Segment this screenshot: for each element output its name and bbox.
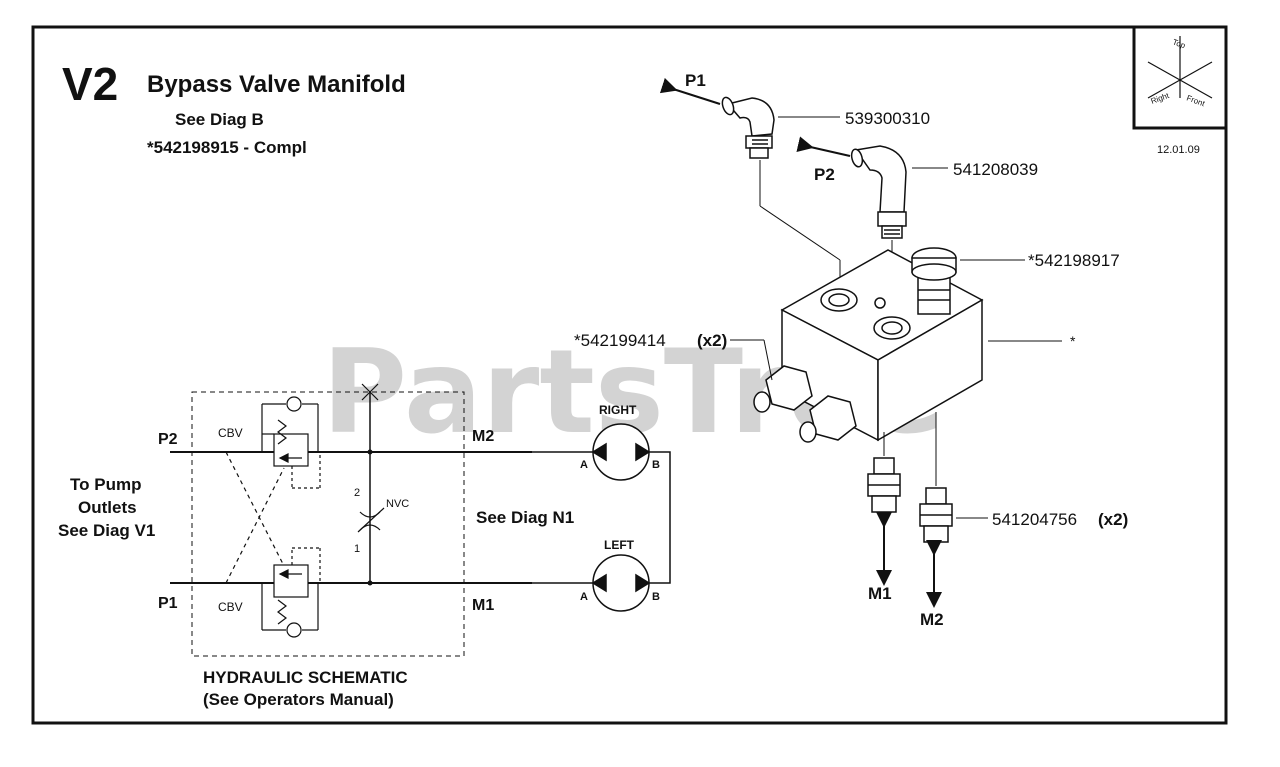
motor-left-label: LEFT: [604, 538, 635, 552]
diagram-frame: [31, 25, 1228, 725]
motor-left: [591, 554, 651, 612]
pump-outlets-line2: Outlets: [78, 498, 137, 517]
p2-arrow: [796, 136, 851, 157]
valve-cap: [911, 247, 957, 315]
p1-leader: [759, 205, 841, 261]
callout-541204756: 541204756: [992, 510, 1077, 529]
pilot-lines: [225, 451, 285, 584]
junction-dot: [367, 449, 373, 455]
pump-outlets-line3: See Diag V1: [58, 521, 155, 540]
schematic-boundary: [191, 391, 465, 657]
motor-right-port-b: B: [652, 459, 660, 471]
callout-542198917: *542198917: [1028, 251, 1120, 270]
p2-elbow-fitting: [850, 145, 907, 239]
p1-label: P1: [685, 71, 706, 90]
check-valve: [753, 365, 813, 413]
pump-outlets-line1: To Pump: [70, 475, 141, 494]
cbv-bottom-symbol: [261, 547, 321, 638]
callout-manifold: *: [1070, 333, 1076, 349]
m2-fitting: [919, 487, 953, 543]
orientation-indicator: Top Right Front: [1132, 25, 1228, 130]
manifold-block: [780, 249, 984, 442]
revision-date: 12.01.09: [1157, 144, 1200, 156]
cbv-top-symbol: [261, 396, 321, 489]
check-valve: [799, 395, 857, 443]
callout-541204756-qty: (x2): [1098, 510, 1128, 529]
nvc-valve-symbol: [357, 507, 385, 533]
m1-fitting: [867, 457, 901, 513]
motor-left-port-a: A: [580, 591, 588, 603]
schematic-p1-label: P1: [158, 595, 178, 612]
cbv-top-label: CBV: [218, 426, 243, 440]
p1-arrow: [659, 77, 721, 105]
schematic-caption-sub: (See Operators Manual): [203, 690, 394, 709]
nvc-label: NVC: [386, 498, 409, 510]
schematic-m1-label: M1: [472, 597, 494, 614]
motor-return-line: [649, 451, 671, 584]
callout-539300310: 539300310: [845, 109, 930, 128]
motor-right-label: RIGHT: [599, 403, 637, 417]
schematic-p2-label: P2: [158, 431, 178, 448]
svg-text:Top: Top: [1171, 37, 1187, 50]
motor-left-port-b: B: [652, 591, 660, 603]
cross-marker: [361, 383, 379, 401]
motor-right-port-a: A: [580, 459, 588, 471]
nvc-port-1: 1: [354, 543, 360, 555]
see-diag-b: See Diag B: [175, 110, 264, 129]
m1-label: M1: [868, 584, 892, 603]
callout-leader: [763, 339, 773, 381]
see-diag-n1: See Diag N1: [476, 508, 574, 527]
callout-542199414: *542199414: [574, 331, 666, 350]
complete-part-number: *542198915 - Compl: [147, 138, 307, 157]
callout-542199414-qty: (x2): [697, 331, 727, 350]
p1-elbow-fitting: [721, 96, 775, 159]
m2-label: M2: [920, 610, 944, 629]
motor-right: [591, 423, 651, 481]
nvc-port-2: 2: [354, 487, 360, 499]
schematic-caption: HYDRAULIC SCHEMATIC: [203, 668, 408, 687]
cbv-bottom-label: CBV: [218, 600, 243, 614]
schematic-m2-label: M2: [472, 428, 494, 445]
p2-label: P2: [814, 165, 835, 184]
junction-dot: [367, 580, 373, 586]
diagram-code: V2: [62, 58, 118, 110]
callout-541208039: 541208039: [953, 160, 1038, 179]
diagram-title: Bypass Valve Manifold: [147, 71, 406, 98]
